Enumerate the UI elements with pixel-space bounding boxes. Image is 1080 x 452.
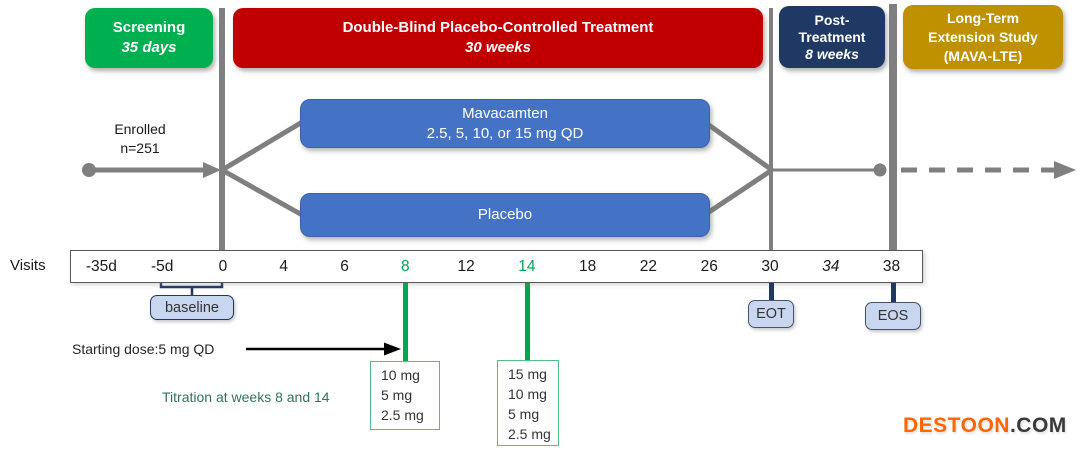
starting-dose-arrowhead-icon xyxy=(384,342,401,356)
visit-tick-34: 34 xyxy=(822,257,840,275)
phase-title-line1: Post- xyxy=(814,11,850,28)
dose-option: 2.5 mg xyxy=(381,407,424,423)
phase-double-blind-treatment: Double-Blind Placebo-Controlled Treatmen… xyxy=(233,8,763,68)
visit-tick-12: 12 xyxy=(457,257,475,275)
branch-to-placebo xyxy=(220,167,306,219)
dose-option: 15 mg xyxy=(508,366,547,382)
dose-option: 5 mg xyxy=(381,387,413,403)
watermark-brand: DESTOON xyxy=(903,414,1010,437)
visit-tick-38: 38 xyxy=(882,257,901,275)
visits-axis-label: Visits xyxy=(10,257,46,274)
baseline-label: baseline xyxy=(150,295,234,320)
eos-dot xyxy=(873,163,887,177)
visit-tick-26: 26 xyxy=(700,257,718,275)
visit-tick-8: 8 xyxy=(400,257,410,275)
visit-tick-18: 18 xyxy=(579,257,597,275)
visit-tick-minus35d: -35d xyxy=(85,257,117,275)
arm-mavacamten: Mavacamten 2.5, 5, 10, or 15 mg QD xyxy=(300,99,710,148)
visit-tick-minus5d: -5d xyxy=(150,257,174,275)
phase-screening: Screening 35 days xyxy=(85,8,213,68)
divider-week-38 xyxy=(889,4,897,250)
enrollment-label: Enrolled n=251 xyxy=(88,120,192,158)
visit-tick-4: 4 xyxy=(279,257,289,275)
visit-tick-30: 30 xyxy=(761,257,779,275)
week8-titration-doses: 10 mg 5 mg 2.5 mg xyxy=(370,361,440,430)
arm-name: Placebo xyxy=(477,206,533,223)
eos-label: EOS xyxy=(865,302,921,330)
visit-timeline: -35d -5d 0 4 6 8 12 14 18 22 26 30 34 38 xyxy=(70,250,923,283)
dose-option: 5 mg xyxy=(508,406,540,422)
week8-titration-line xyxy=(403,283,408,361)
merge-from-mavacamten xyxy=(704,120,774,173)
divider-week-30 xyxy=(769,8,773,250)
divider-randomization xyxy=(219,8,225,250)
extension-arrowhead-icon xyxy=(1054,161,1076,179)
enrollment-line1: Enrolled xyxy=(114,121,166,137)
watermark-suffix: .COM xyxy=(1009,414,1067,437)
week14-titration-line xyxy=(525,283,530,360)
dose-option: 10 mg xyxy=(381,367,420,383)
arm-placebo: Placebo xyxy=(300,193,710,237)
phase-title: Double-Blind Placebo-Controlled Treatmen… xyxy=(342,19,654,36)
phase-duration: 35 days xyxy=(121,39,177,56)
dose-option: 2.5 mg xyxy=(508,426,551,442)
arm-dose: 2.5, 5, 10, or 15 mg QD xyxy=(426,124,584,142)
week30-eot-tick xyxy=(769,283,774,300)
enrollment-arrowhead-icon xyxy=(203,162,221,178)
baseline-bracket xyxy=(159,281,224,296)
phase-title-line2: Extension Study xyxy=(928,28,1038,45)
arm-name: Mavacamten xyxy=(462,104,548,122)
eot-label: EOT xyxy=(748,300,794,328)
visit-tick-22: 22 xyxy=(639,257,658,275)
phase-long-term-extension: Long-Term Extension Study (MAVA-LTE) xyxy=(903,5,1063,69)
phase-title: Screening xyxy=(112,19,186,36)
phase-title-line2: Treatment xyxy=(798,28,866,45)
merge-from-placebo xyxy=(704,167,774,217)
enrollment-count: n=251 xyxy=(120,140,160,156)
phase-title-line3: (MAVA-LTE) xyxy=(943,47,1023,64)
starting-dose-label: Starting dose:5 mg QD xyxy=(72,341,215,357)
visit-tick-14: 14 xyxy=(518,257,536,275)
phase-title-line1: Long-Term xyxy=(946,9,1020,26)
phase-post-treatment: Post- Treatment 8 weeks xyxy=(779,6,885,68)
dose-option: 10 mg xyxy=(508,386,547,402)
phase-duration: 8 weeks xyxy=(805,45,859,62)
phase-duration: 30 weeks xyxy=(465,39,531,56)
titration-label: Titration at weeks 8 and 14 xyxy=(162,389,330,405)
visit-tick-6: 6 xyxy=(340,257,349,275)
branch-to-mavacamten xyxy=(220,118,306,173)
week14-titration-doses: 15 mg 10 mg 5 mg 2.5 mg xyxy=(497,360,559,446)
week38-eos-tick xyxy=(891,283,896,302)
watermark-logo: DESTOON.COM xyxy=(903,414,1067,438)
visit-tick-0: 0 xyxy=(218,257,228,275)
